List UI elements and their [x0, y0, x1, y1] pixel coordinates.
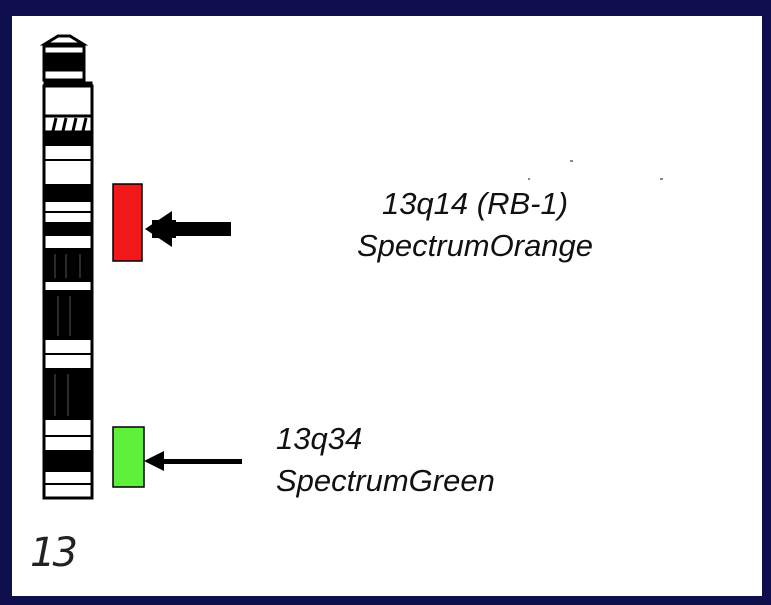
probe-locus-13q14: 13q14 (RB-1) — [381, 186, 569, 221]
probe-fluorophore-green: SpectrumGreen — [276, 463, 495, 498]
chromosome-13-ideogram — [39, 34, 94, 500]
probe-locus-13q34: 13q34 — [276, 421, 363, 456]
arrow-13q34 — [144, 451, 242, 471]
probe-label-13q34: 13q34 SpectrumGreen — [276, 418, 495, 502]
scan-artifacts — [528, 160, 663, 180]
probe-fluorophore-orange: SpectrumOrange — [356, 228, 594, 263]
probe-13q34-green-signal — [112, 426, 145, 488]
probe-label-13q14: 13q14 (RB-1) SpectrumOrange — [305, 183, 645, 267]
figure-panel — [12, 16, 762, 596]
chromosome-number-label: 13 — [30, 530, 78, 576]
arrow-13q14 — [145, 211, 231, 247]
probe-13q14-orange-signal — [112, 183, 143, 262]
